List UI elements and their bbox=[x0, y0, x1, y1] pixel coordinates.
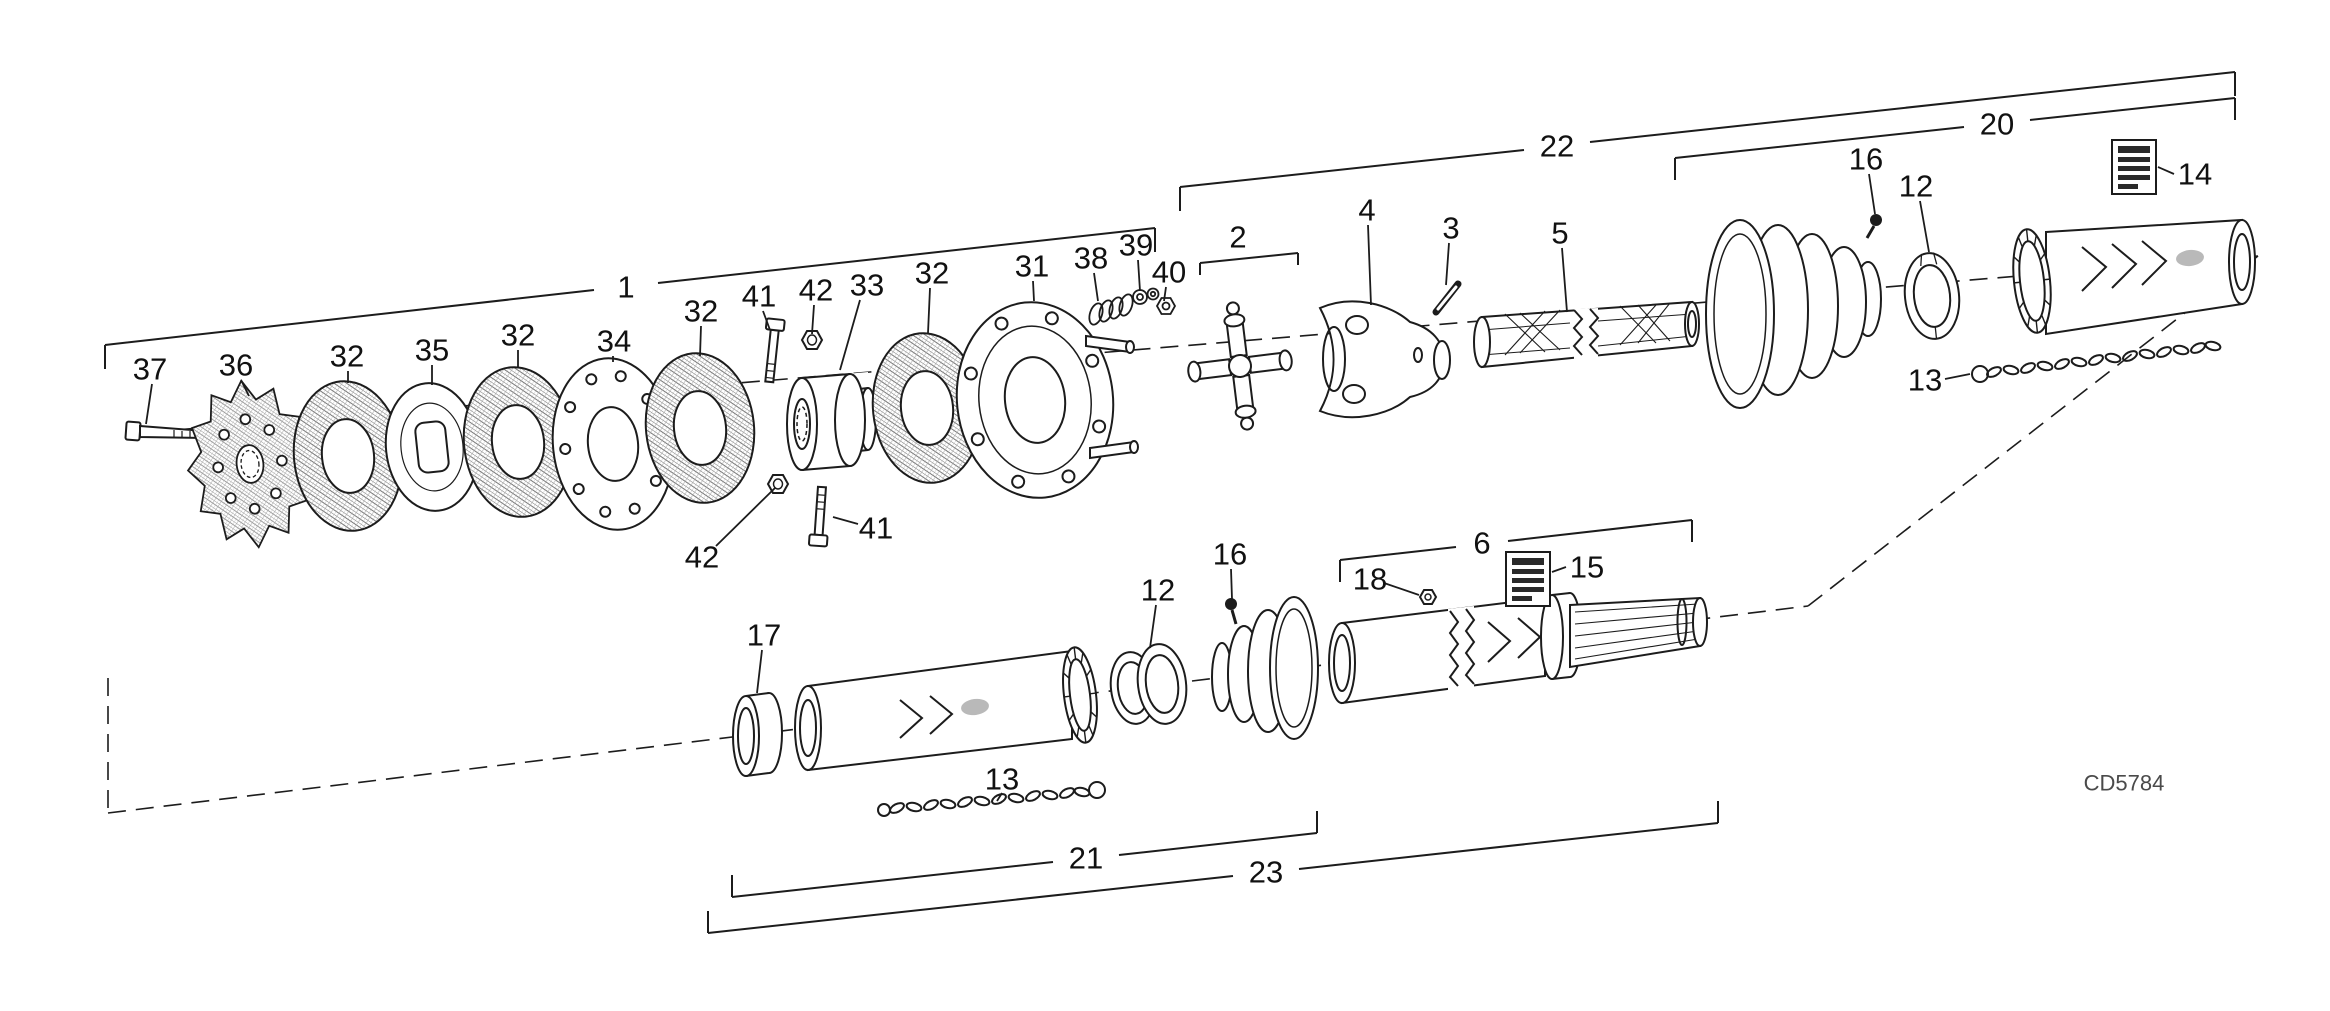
part-label-1: 1 bbox=[617, 270, 634, 305]
part-label-40: 40 bbox=[1152, 255, 1186, 290]
part-35-splined-disc bbox=[384, 382, 480, 512]
part-12-bearing-ring-bottom bbox=[1109, 643, 1188, 725]
part-32-friction-disc bbox=[462, 366, 574, 518]
part-32-friction-disc bbox=[292, 380, 404, 532]
part-label-33: 33 bbox=[850, 268, 884, 303]
part-18-nut bbox=[1418, 589, 1438, 605]
part-37-bolt bbox=[124, 420, 206, 442]
part-label-20: 20 bbox=[1980, 107, 2014, 142]
part-label-16-top: 16 bbox=[1849, 142, 1883, 177]
part-38-spring bbox=[1088, 293, 1134, 326]
part-label-4: 4 bbox=[1358, 193, 1375, 228]
part-label-13-bottom: 13 bbox=[985, 762, 1019, 797]
part-label-2: 2 bbox=[1229, 220, 1246, 255]
part-40-nut bbox=[1155, 297, 1177, 315]
part-5-profile-shaft bbox=[1473, 300, 1700, 369]
part-4-yoke bbox=[1318, 300, 1451, 419]
part-15-safety-sticker bbox=[1505, 551, 1551, 607]
part-label-35: 35 bbox=[415, 333, 449, 368]
part-13-chain-bottom bbox=[877, 781, 1106, 817]
group-leader-lines bbox=[145, 166, 2175, 802]
part-label-12-bottom: 12 bbox=[1141, 573, 1175, 608]
part-label-32-a: 32 bbox=[330, 339, 364, 374]
part-label-36: 36 bbox=[219, 348, 253, 383]
part-label-41-bottom: 41 bbox=[859, 511, 893, 546]
group-brackets bbox=[104, 71, 2236, 934]
part-34-flange-plate bbox=[551, 357, 675, 531]
part-20-guard-cone bbox=[1705, 219, 1882, 409]
part-label-41-top: 41 bbox=[742, 279, 776, 314]
part-6-inner-shaft bbox=[1328, 592, 1708, 705]
part-42-nut-top bbox=[800, 330, 824, 350]
group-part-labels: 37 36 32 35 32 34 1 32 41 42 33 32 31 38… bbox=[133, 107, 2212, 890]
drawing-code: CD5784 bbox=[2084, 771, 2165, 796]
part-32-friction-disc bbox=[644, 352, 756, 504]
part-31-studs bbox=[1085, 334, 1139, 460]
part-label-5: 5 bbox=[1551, 216, 1568, 251]
part-label-32-b: 32 bbox=[501, 318, 535, 353]
part-label-18: 18 bbox=[1353, 562, 1387, 597]
part-14-safety-sticker bbox=[2111, 139, 2157, 195]
part-3-pin bbox=[1432, 280, 1462, 316]
part-label-12-top: 12 bbox=[1899, 169, 1933, 204]
part-21-guard-tube bbox=[794, 646, 1098, 772]
part-12-bearing-ring-top bbox=[1903, 252, 1961, 340]
part-label-42-top: 42 bbox=[799, 273, 833, 308]
part-33-hub bbox=[786, 372, 877, 471]
part-guard-tube-outer bbox=[2045, 218, 2256, 336]
part-label-37: 37 bbox=[133, 352, 167, 387]
part-label-32-d: 32 bbox=[915, 256, 949, 291]
part-42-nut-bottom bbox=[766, 474, 790, 494]
part-16-screw-bottom bbox=[1225, 598, 1238, 625]
part-label-38: 38 bbox=[1074, 241, 1108, 276]
part-13-chain-top bbox=[1971, 340, 2222, 383]
part-label-34: 34 bbox=[597, 324, 631, 359]
part-label-22: 22 bbox=[1540, 129, 1574, 164]
part-label-17: 17 bbox=[747, 618, 781, 653]
part-32-friction-disc bbox=[871, 332, 983, 484]
part-39-washers bbox=[1132, 287, 1160, 305]
part-23-guard-cone bbox=[1211, 596, 1319, 740]
part-2-ujoint-cross bbox=[1187, 301, 1293, 431]
part-41-bolt-bottom bbox=[807, 485, 829, 548]
part-label-15: 15 bbox=[1570, 550, 1604, 585]
part-label-42-bottom: 42 bbox=[685, 540, 719, 575]
part-label-23: 23 bbox=[1249, 855, 1283, 890]
part-label-39: 39 bbox=[1119, 228, 1153, 263]
part-31-bearing-flange bbox=[955, 301, 1115, 499]
part-label-13-top: 13 bbox=[1908, 363, 1942, 398]
part-label-3: 3 bbox=[1442, 211, 1459, 246]
part-16-screw-top bbox=[1865, 214, 1882, 239]
part-label-32-c: 32 bbox=[684, 294, 718, 329]
part-36-ratchet-disc bbox=[186, 379, 314, 549]
part-guard-tube-collar bbox=[2012, 228, 2052, 334]
part-label-21: 21 bbox=[1069, 841, 1103, 876]
part-label-6: 6 bbox=[1473, 526, 1490, 561]
part-label-31: 31 bbox=[1015, 249, 1049, 284]
part-41-bolt-top bbox=[764, 317, 786, 384]
part-label-14: 14 bbox=[2178, 157, 2212, 192]
part-label-16-bottom: 16 bbox=[1213, 537, 1247, 572]
part-17-bearing-ring bbox=[732, 692, 783, 777]
